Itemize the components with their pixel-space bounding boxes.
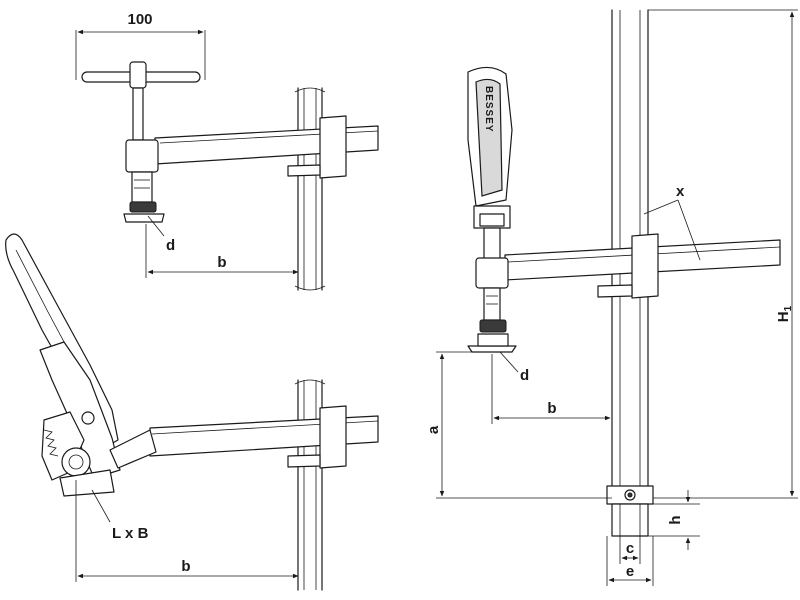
column-foot [606, 485, 654, 537]
dimension-a: a [425, 351, 612, 499]
t-handle-spindle [81, 61, 201, 223]
c-label: c [626, 540, 634, 557]
b-bottom-label: b [181, 558, 190, 575]
x-label: x [676, 183, 685, 200]
dimension-c: c [619, 536, 641, 564]
dim-100-label: 100 [127, 11, 152, 28]
h-label: h [667, 515, 684, 524]
d-top-label: d [166, 237, 175, 254]
lever-clamp [5, 233, 379, 591]
top-clamp [81, 61, 379, 291]
dimension-b-right: b [491, 354, 611, 424]
lever-handle [5, 233, 157, 497]
bessey-handle: BESSEY [467, 66, 517, 353]
brand-label: BESSEY [483, 86, 494, 133]
lever-clamp-arm [149, 405, 379, 469]
h1-label: H1 [775, 305, 794, 322]
top-clamp-arm [154, 115, 379, 179]
dimension-b-bottom: b [75, 480, 299, 582]
right-assembly: BESSEY [467, 9, 781, 537]
dimension-h1: H1 [648, 9, 798, 499]
dimension-b-top: b [145, 224, 299, 278]
dimension-e: e [606, 536, 654, 586]
dimension-h: h [648, 490, 700, 550]
b-right-label: b [547, 400, 556, 417]
dimension-100: 100 [75, 11, 206, 80]
d-right-label: d [520, 367, 529, 384]
e-label: e [626, 563, 634, 580]
right-clamp-arm [504, 233, 781, 299]
a-label: a [425, 425, 442, 434]
lxb-label: L x B [112, 525, 149, 542]
b-top-label: b [217, 254, 226, 271]
